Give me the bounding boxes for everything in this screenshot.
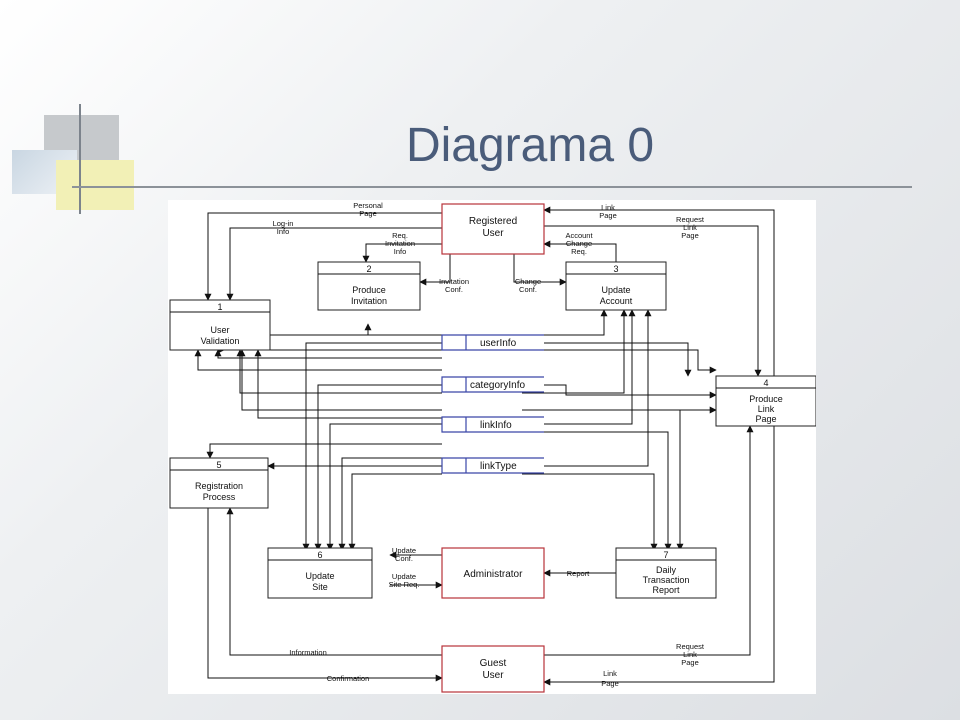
label-req-invitation-1: Req.: [392, 231, 408, 240]
svg-text:2: 2: [366, 264, 371, 274]
label-update-site-req-1: Update: [392, 572, 416, 581]
label-change-conf-2: Conf.: [519, 285, 537, 294]
svg-text:User: User: [482, 670, 504, 681]
label-link-page-top-1: Link: [601, 203, 615, 212]
label-account-change-1: Account: [565, 231, 593, 240]
entity-guest-user: Guest User: [441, 645, 545, 693]
label-req-invitation-3: Info: [394, 247, 407, 256]
svg-text:6: 6: [317, 550, 322, 560]
decor-vertical-line: [79, 104, 81, 214]
svg-text:User: User: [482, 228, 504, 239]
data-flow-diagram: Registered User 2 Produce Invitation 3 U…: [168, 200, 817, 694]
entity-administrator: Administrator: [441, 547, 545, 599]
svg-text:Invitation: Invitation: [351, 296, 387, 306]
process-5-registration-process: 5 Registration Process: [169, 457, 269, 509]
store-linkinfo: linkInfo: [441, 416, 544, 433]
svg-text:Produce: Produce: [749, 394, 783, 404]
entity-registered-user: Registered User: [441, 203, 545, 255]
svg-text:Link: Link: [758, 404, 775, 414]
process-3-update-account: 3 Update Account: [565, 261, 667, 311]
svg-text:categoryInfo: categoryInfo: [470, 380, 525, 391]
svg-text:Registered: Registered: [469, 216, 517, 227]
svg-text:Update: Update: [305, 571, 334, 581]
label-report: Report: [567, 569, 590, 578]
label-request-link-bottom-2: Link: [683, 650, 697, 659]
store-categoryinfo: categoryInfo: [441, 376, 544, 393]
process-7-daily-transaction-report: 7 Daily Transaction Report: [615, 547, 717, 599]
svg-text:User: User: [210, 325, 229, 335]
label-invitation-conf-1: Invitation: [439, 277, 469, 286]
svg-text:1: 1: [217, 302, 222, 312]
store-linktype: linkType: [441, 457, 544, 474]
label-request-link-bottom-3: Page: [681, 658, 699, 667]
label-account-change-3: Req.: [571, 247, 587, 256]
label-account-change-2: Change: [566, 239, 592, 248]
label-request-link-top-3: Page: [681, 231, 699, 240]
label-req-invitation-2: Invitation: [385, 239, 415, 248]
label-login-1: Log-in: [273, 219, 294, 228]
label-update-site-req-2: Site Req.: [389, 580, 420, 589]
label-update-conf-1: Update: [392, 546, 416, 555]
slide-title: Diagrama 0: [405, 119, 655, 172]
label-personal-page-2: Page: [359, 209, 377, 218]
svg-text:Validation: Validation: [201, 336, 240, 346]
svg-text:Site: Site: [312, 582, 328, 592]
svg-text:Update: Update: [601, 285, 630, 295]
label-information: Information: [289, 648, 327, 657]
label-request-link-bottom-1: Request: [676, 642, 705, 651]
svg-text:Account: Account: [600, 296, 633, 306]
svg-text:Guest: Guest: [480, 658, 507, 669]
process-2-produce-invitation: 2 Produce Invitation: [317, 261, 421, 311]
label-invitation-conf-2: Conf.: [445, 285, 463, 294]
label-confirmation: Confirmation: [327, 674, 370, 683]
label-update-conf-2: Conf.: [395, 554, 413, 563]
diagram-canvas: Registered User 2 Produce Invitation 3 U…: [169, 201, 817, 693]
label-request-link-top-1: Request: [676, 215, 705, 224]
svg-text:linkInfo: linkInfo: [480, 420, 512, 431]
label-login-2: Info: [277, 227, 290, 236]
svg-text:Produce: Produce: [352, 285, 386, 295]
svg-text:Daily: Daily: [656, 565, 677, 575]
label-request-link-top-2: Link: [683, 223, 697, 232]
flow-labels: Personal Page Log-in Info Req. Invitatio…: [273, 201, 705, 688]
label-personal-page-1: Personal: [353, 201, 383, 210]
svg-text:7: 7: [663, 550, 668, 560]
svg-text:Page: Page: [755, 414, 776, 424]
svg-text:Registration: Registration: [195, 481, 243, 491]
label-link-page-bottom-1: Link: [603, 669, 617, 678]
label-link-page-bottom-2: Page: [601, 679, 619, 688]
process-1-user-validation: 1 User Validation: [169, 299, 271, 351]
svg-text:Administrator: Administrator: [464, 569, 524, 580]
label-link-page-top-2: Page: [599, 211, 617, 220]
svg-text:5: 5: [216, 460, 221, 470]
process-6-update-site: 6 Update Site: [267, 547, 373, 599]
svg-text:Process: Process: [203, 492, 236, 502]
flow-lines: [194, 206, 775, 686]
svg-text:4: 4: [763, 378, 768, 388]
svg-text:3: 3: [613, 264, 618, 274]
process-4-produce-link-page: 4 Produce Link Page: [715, 375, 817, 427]
svg-text:Report: Report: [652, 585, 680, 595]
store-userinfo: userInfo: [441, 334, 544, 351]
label-change-conf-1: Change: [515, 277, 541, 286]
svg-text:Transaction: Transaction: [643, 575, 690, 585]
svg-text:linkType: linkType: [480, 461, 517, 472]
svg-text:userInfo: userInfo: [480, 338, 517, 349]
decor-yellow-square: [56, 160, 134, 210]
decor-horizontal-rule: [72, 186, 912, 188]
